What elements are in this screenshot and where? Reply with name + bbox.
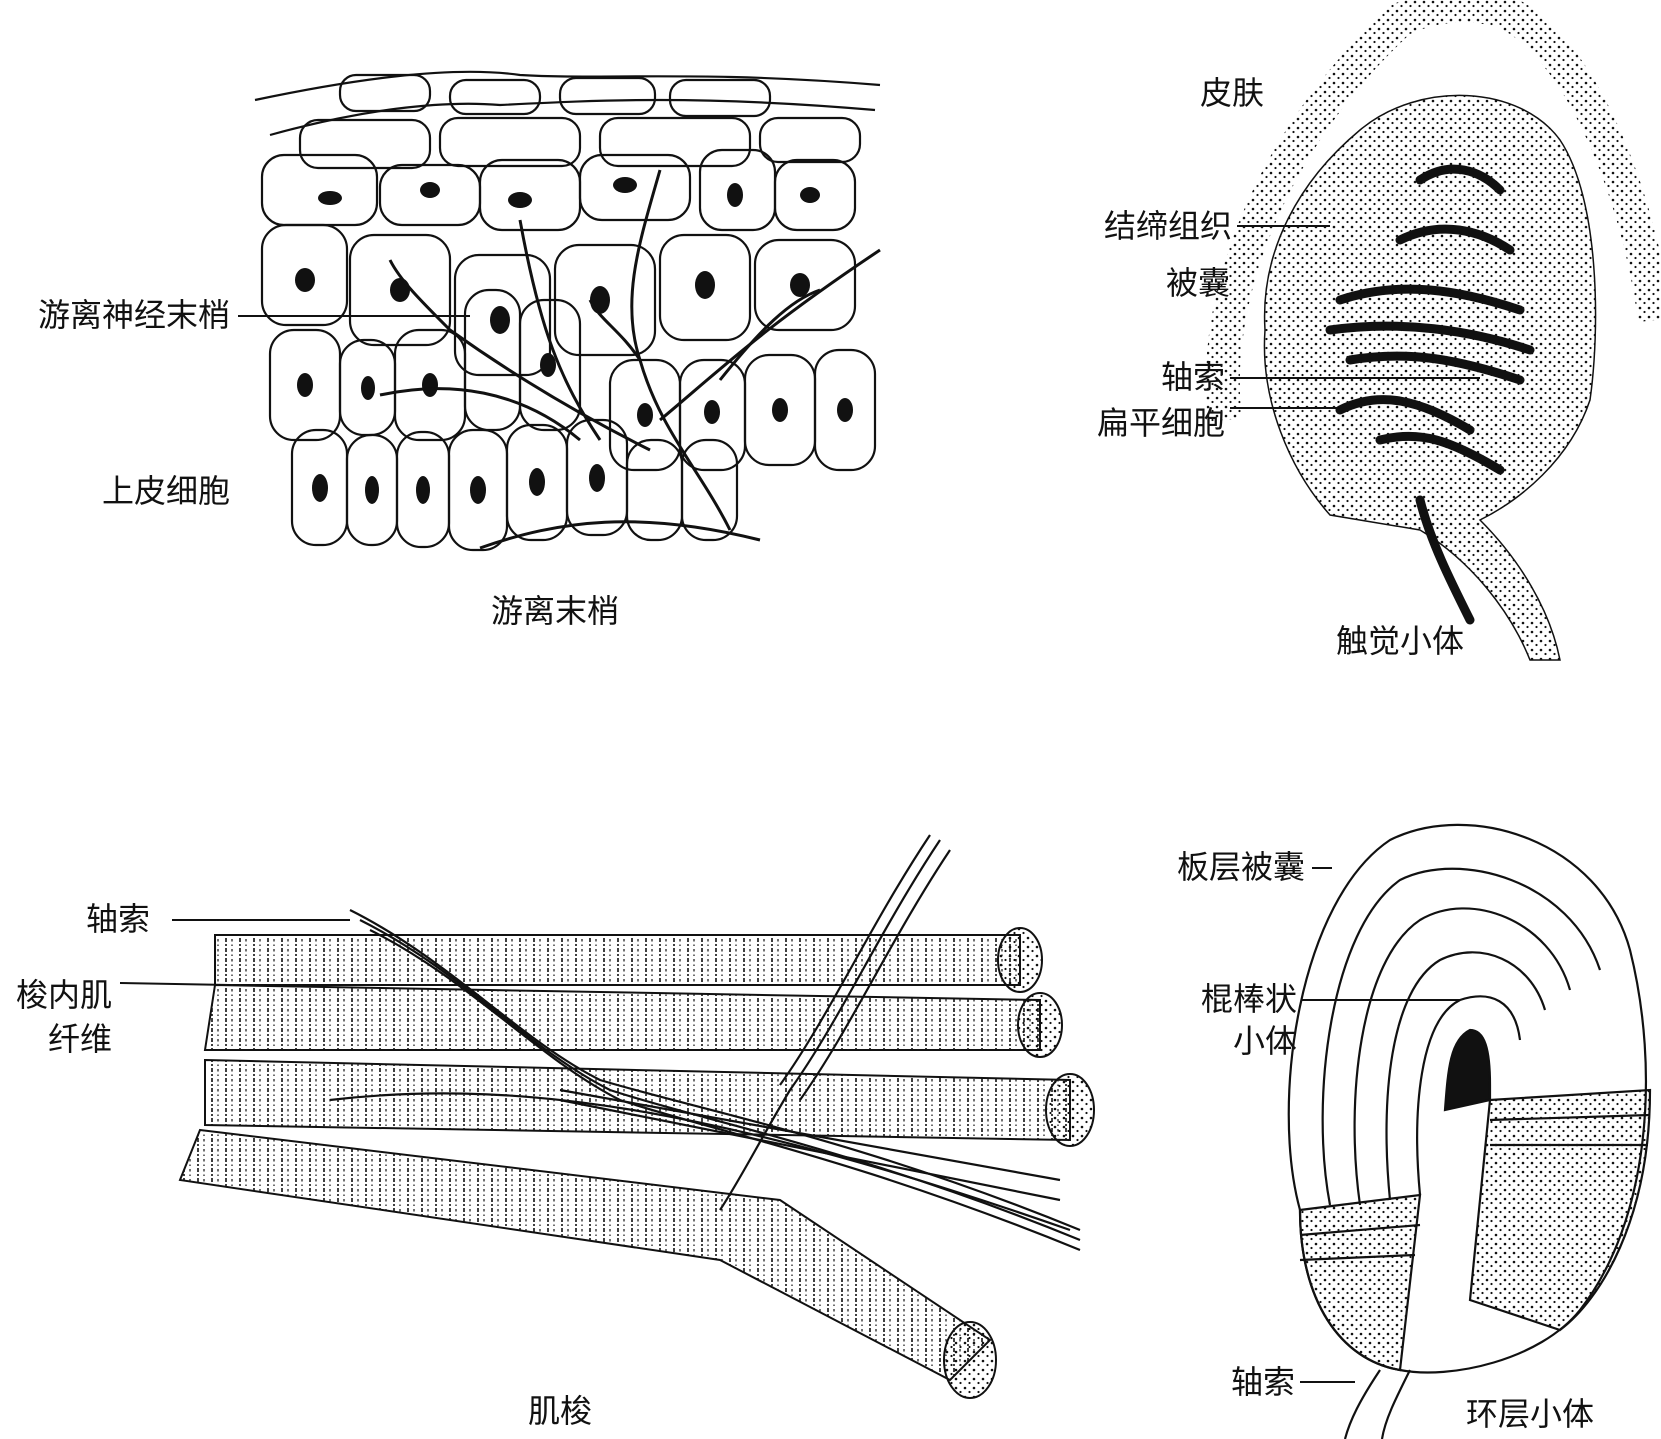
label-flat-cell: 扁平细胞: [1096, 404, 1225, 442]
label-connective-tissue: 结缔组织: [1103, 207, 1232, 245]
meissner-drawing: [1205, 0, 1661, 661]
label-skin: 皮肤: [1200, 74, 1265, 112]
label-free-nerve-ending: 游离神经末梢: [37, 296, 230, 334]
caption-meissner: 触觉小体: [1335, 622, 1464, 660]
label-rod-line2: 小体: [1232, 1022, 1297, 1060]
caption-free-endings: 游离末梢: [490, 592, 619, 630]
label-axon-pacinian: 轴索: [1230, 1363, 1295, 1401]
label-lamellar-capsule: 板层被囊: [1176, 848, 1305, 886]
label-axon-spindle: 轴索: [85, 900, 150, 938]
leader-lines: [119, 225, 1480, 1383]
label-rod-line1: 棍棒状: [1200, 980, 1297, 1018]
label-intrafusal-line2: 纤维: [47, 1020, 112, 1058]
label-axon-meissner: 轴索: [1160, 358, 1225, 396]
caption-pacinian: 环层小体: [1465, 1395, 1594, 1433]
pacinian-drawing: [1287, 823, 1652, 1439]
free-endings-drawing: [254, 70, 881, 552]
label-epithelial-cell: 上皮细胞: [101, 472, 230, 510]
spindle-drawing: [178, 834, 1095, 1399]
label-intrafusal-line1: 梭内肌: [15, 976, 112, 1014]
caption-spindle: 肌梭: [527, 1392, 592, 1430]
label-capsule: 被囊: [1165, 264, 1230, 302]
